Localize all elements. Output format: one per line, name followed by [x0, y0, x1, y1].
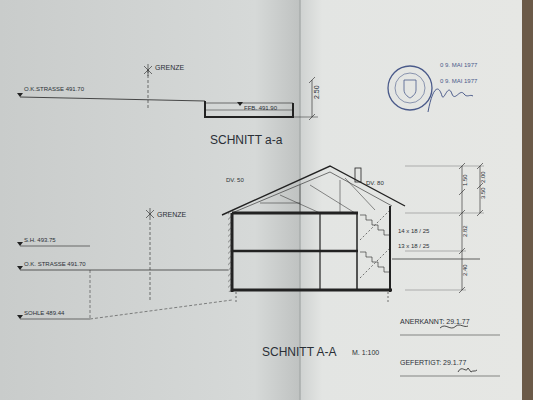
- drawing-label: SCHNITT A-A: [262, 346, 336, 358]
- right-page: [300, 0, 522, 400]
- stamp: [388, 66, 473, 112]
- drawing-label: GRENZE: [157, 211, 186, 218]
- drawing-label: ANERKANNT: 29.1.77: [400, 318, 470, 325]
- dimension-text: 3.50: [480, 187, 486, 199]
- drawing-label: DV. 50: [226, 177, 244, 183]
- drawing-label: O.K.STRASSE 491.70: [24, 86, 84, 92]
- drawing-label: GEFERTIGT: 29.1.77: [400, 359, 466, 366]
- drawing-label: 13 x 18 / 25: [398, 243, 429, 249]
- drawing-label: 0 9. MAI 1977: [440, 62, 477, 68]
- drawing-label: O.K. STRASSE 491.70: [24, 261, 86, 267]
- dimension-text: 2.40: [462, 264, 468, 276]
- dimension-text: 2.82: [462, 225, 468, 237]
- drawing-label: SOHLE 489.44: [24, 310, 64, 316]
- drawing-label: S.H. 493.75: [24, 237, 56, 243]
- drawing-label: FFB. 491.90: [244, 105, 277, 111]
- drawing-label: M. 1:100: [352, 349, 379, 356]
- section-A-A: [17, 163, 500, 376]
- dimension-text: 2.50: [313, 85, 320, 99]
- drawing-label: 0 9. MAI 1977: [440, 78, 477, 84]
- drawing-label: SCHNITT a-a: [210, 134, 282, 146]
- dimension-text: 2.00: [480, 171, 486, 183]
- dimension-text: 1.50: [462, 174, 468, 186]
- drawing-label: GRENZE: [155, 64, 184, 71]
- section-a-a: [17, 64, 318, 120]
- drawing-label: 14 x 18 / 25: [398, 228, 429, 234]
- drawing-label: DV. 80: [366, 180, 384, 186]
